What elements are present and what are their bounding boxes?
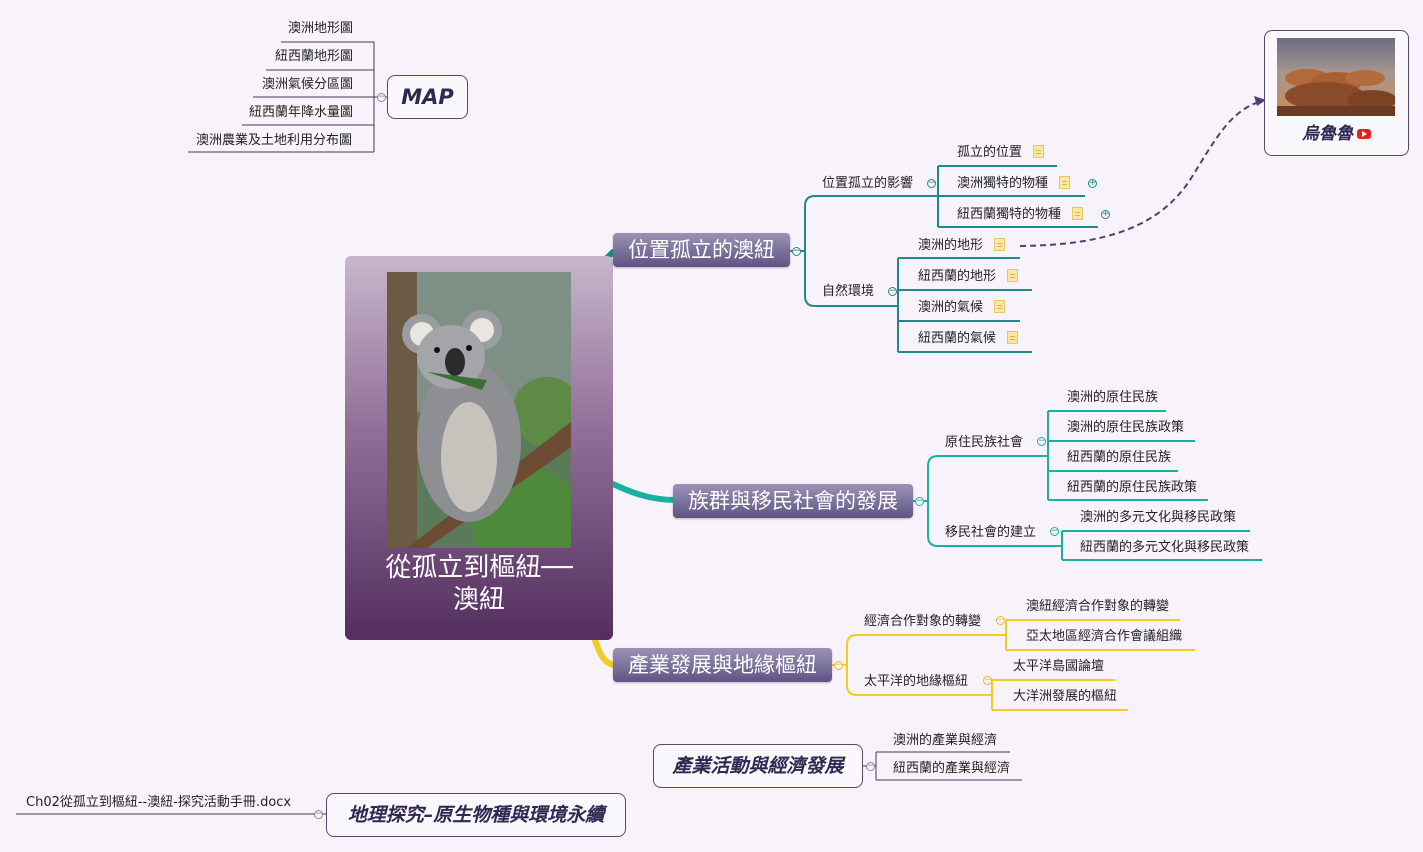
leaf-nz-rainfall-map[interactable]: 紐西蘭年降水量圖 — [249, 105, 354, 120]
attachment-docx[interactable]: Ch02從孤立到樞紐--澳紐-探究活動手冊.docx — [26, 795, 292, 810]
collapse-toggle-map[interactable]: − — [377, 92, 386, 102]
subtopic-natural-environment[interactable]: 自然環境 — [822, 284, 875, 299]
branch-industry-hub[interactable]: 產業發展與地緣樞紐 — [613, 648, 832, 682]
subtopic-pacific-hub[interactable]: 太平洋的地緣樞紐 — [864, 674, 969, 689]
youtube-icon[interactable] — [1357, 129, 1371, 139]
collapse-toggle-indigenous[interactable]: − — [1037, 436, 1046, 446]
uluru-photo — [1277, 38, 1395, 116]
collapse-toggle-inquiry[interactable]: − — [314, 809, 323, 819]
leaf-australia-landuse-map[interactable]: 澳洲農業及土地利用分布圖 — [196, 133, 353, 148]
leaf-australia-climate-map[interactable]: 澳洲氣候分區圖 — [262, 77, 354, 92]
expand-toggle-icon[interactable]: + — [1101, 209, 1110, 219]
leaf-oceania-hub[interactable]: 大洋洲發展的樞紐 — [1013, 689, 1118, 704]
uluru-topic[interactable]: 烏魯魯 — [1264, 30, 1409, 156]
leaf-isolated-location[interactable]: 孤立的位置 — [957, 145, 1023, 160]
leaf-australia-economy[interactable]: 澳洲的產業與經濟 — [893, 733, 998, 748]
branch-ethnic-society[interactable]: 族群與移民社會的發展 — [673, 484, 913, 518]
inquiry-topic[interactable]: 地理探究–原生物種與環境永續 — [326, 793, 626, 837]
uluru-label-text: 烏魯魯 — [1302, 124, 1353, 144]
leaf-nz-indigenous[interactable]: 紐西蘭的原住民族 — [1067, 450, 1172, 465]
collapse-toggle-industry[interactable]: − — [834, 660, 843, 670]
collapse-toggle-immigrant[interactable]: − — [1050, 526, 1059, 536]
subtopic-immigrant-society[interactable]: 移民社會的建立 — [945, 525, 1037, 540]
note-icon[interactable] — [1007, 331, 1018, 344]
collapse-toggle-economy[interactable]: − — [866, 761, 875, 771]
note-icon[interactable] — [994, 238, 1005, 251]
collapse-toggle-isolation-impact[interactable]: − — [927, 178, 936, 188]
note-icon[interactable] — [1033, 145, 1044, 158]
subtopic-isolation-impact[interactable]: 位置孤立的影響 — [822, 176, 914, 191]
expand-toggle-icon[interactable]: + — [1088, 178, 1097, 188]
subtopic-indigenous-society[interactable]: 原住民族社會 — [945, 435, 1024, 450]
leaf-australia-indigenous-policy[interactable]: 澳洲的原住民族政策 — [1067, 420, 1185, 435]
central-title-line-2: 澳紐 — [452, 585, 505, 615]
leaf-nz-multicultural[interactable]: 紐西蘭的多元文化與移民政策 — [1080, 540, 1250, 555]
note-icon[interactable] — [994, 300, 1005, 313]
collapse-toggle-isolation[interactable]: − — [792, 246, 801, 256]
leaf-nz-unique-species[interactable]: 紐西蘭獨特的物種 — [957, 207, 1062, 222]
leaf-nz-climate[interactable]: 紐西蘭的氣候 — [918, 331, 997, 346]
economy-topic[interactable]: 產業活動與經濟發展 — [653, 744, 863, 788]
leaf-australia-unique-species[interactable]: 澳洲獨特的物種 — [957, 176, 1049, 191]
central-topic[interactable]: 從孤立到樞紐── 澳紐 — [345, 256, 613, 640]
leaf-nz-economy[interactable]: 紐西蘭的產業與經濟 — [893, 761, 1011, 776]
leaf-australia-climate[interactable]: 澳洲的氣候 — [918, 300, 984, 315]
leaf-economic-partner-shift[interactable]: 澳紐經濟合作對象的轉變 — [1026, 599, 1170, 614]
collapse-toggle-ethnic[interactable]: − — [915, 496, 924, 506]
collapse-toggle-pacific[interactable]: − — [983, 675, 992, 685]
leaf-apec[interactable]: 亞太地區經濟合作會議組織 — [1026, 629, 1183, 644]
central-topic-title: 從孤立到樞紐── 澳紐 — [345, 552, 613, 616]
note-icon[interactable] — [1072, 207, 1083, 220]
collapse-toggle-environment[interactable]: − — [888, 286, 897, 296]
subtopic-economic-partners[interactable]: 經濟合作對象的轉變 — [864, 614, 982, 629]
branch-isolation[interactable]: 位置孤立的澳紐 — [613, 233, 790, 267]
leaf-australia-indigenous[interactable]: 澳洲的原住民族 — [1067, 390, 1159, 405]
map-topic[interactable]: MAP — [387, 75, 468, 119]
note-icon[interactable] — [1059, 176, 1070, 189]
leaf-nz-indigenous-policy[interactable]: 紐西蘭的原住民族政策 — [1067, 480, 1198, 495]
koala-photo — [387, 272, 571, 548]
leaf-australia-topo-map[interactable]: 澳洲地形圖 — [288, 21, 354, 36]
uluru-label: 烏魯魯 — [1265, 124, 1408, 144]
leaf-australia-landform[interactable]: 澳洲的地形 — [918, 238, 984, 253]
leaf-nz-topo-map[interactable]: 紐西蘭地形圖 — [275, 49, 354, 64]
note-icon[interactable] — [1007, 269, 1018, 282]
collapse-toggle-economic[interactable]: − — [996, 615, 1005, 625]
leaf-australia-multicultural[interactable]: 澳洲的多元文化與移民政策 — [1080, 510, 1237, 525]
leaf-nz-landform[interactable]: 紐西蘭的地形 — [918, 269, 997, 284]
central-title-line-1: 從孤立到樞紐── — [385, 553, 573, 583]
leaf-pacific-islands-forum[interactable]: 太平洋島國論壇 — [1013, 659, 1105, 674]
